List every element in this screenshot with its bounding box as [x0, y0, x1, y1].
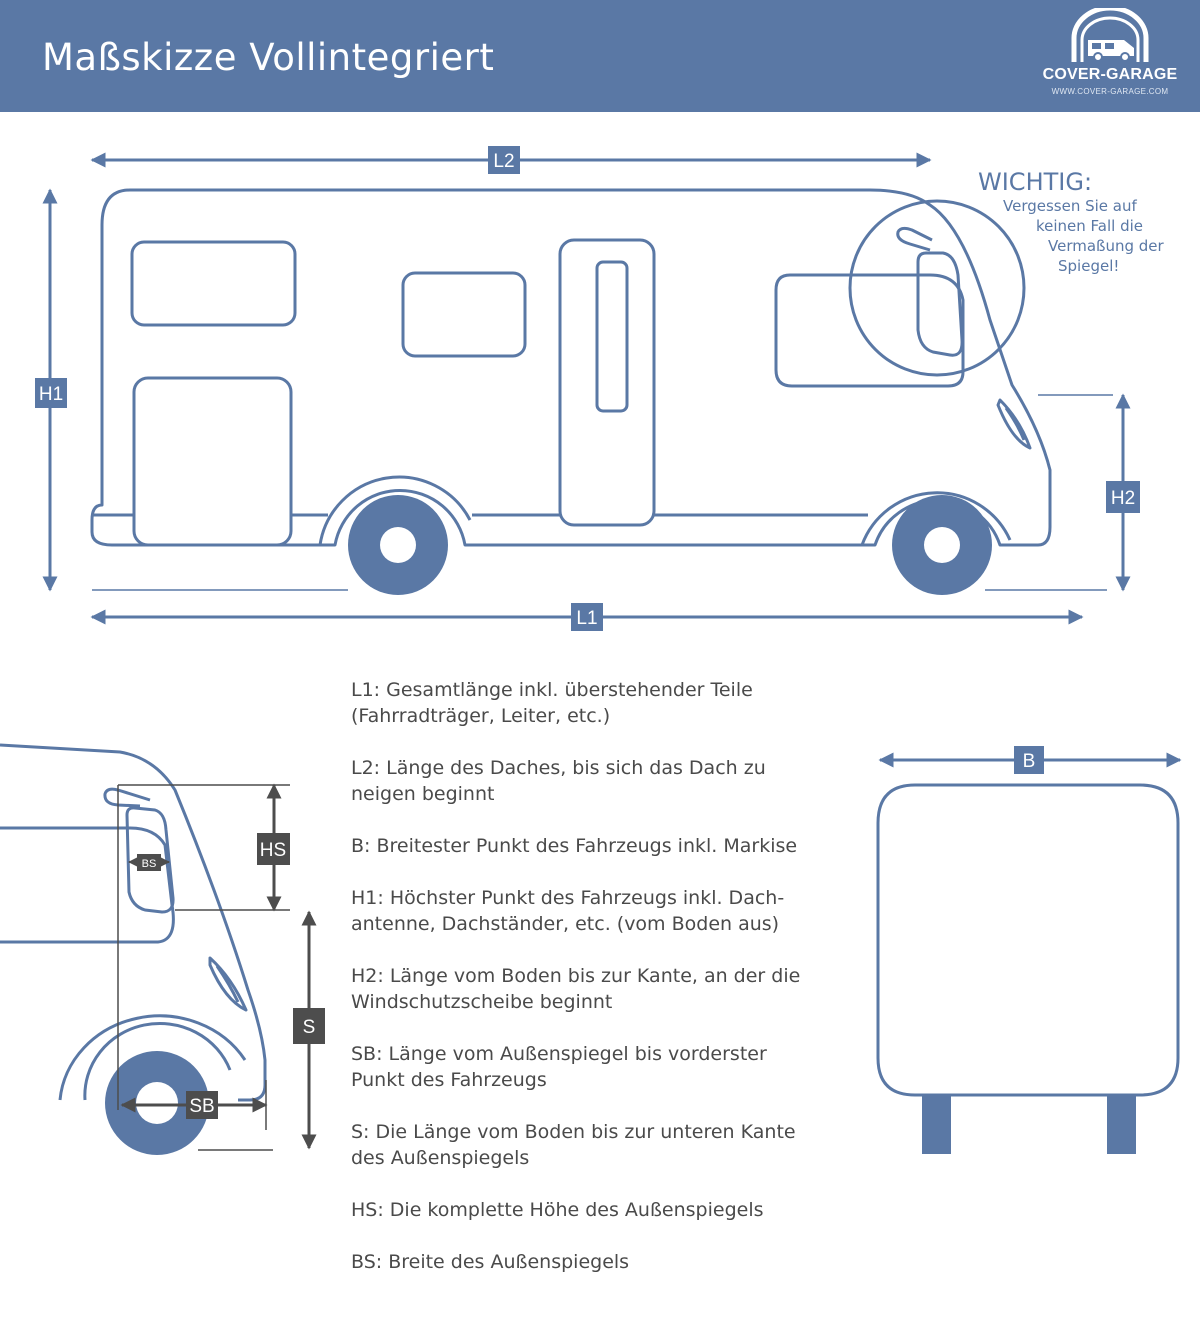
s-label: S	[293, 1008, 325, 1044]
legend-text: (Fahrradträger, Leiter, etc.)	[351, 705, 611, 727]
page-title: Maßskizze Vollintegriert	[42, 36, 495, 79]
svg-text:L2: L2	[493, 151, 514, 172]
legend-text: BS: Breite des Außenspiegels	[351, 1251, 630, 1273]
front-cab-window	[0, 826, 175, 944]
rear-wheel-left	[922, 1086, 951, 1154]
mirror-arm	[896, 226, 933, 252]
entry-door	[558, 238, 656, 527]
svg-text:BS: BS	[142, 858, 157, 870]
svg-text:L1: L1	[576, 608, 597, 629]
legend-text: Windschutzscheibe beginnt	[351, 991, 613, 1013]
l1-label: L1	[571, 603, 603, 631]
svg-text:HS: HS	[260, 840, 286, 861]
headlight-detail	[208, 956, 248, 1012]
camper-body-outline	[90, 188, 1052, 547]
legend-item-h1: H1: Höchster Punkt des Fahrzeugs inkl. D…	[351, 885, 891, 937]
side-view-extension-lines	[92, 394, 1113, 591]
legend-text: des Außenspiegels	[351, 1147, 530, 1169]
rear-wheel-right	[1107, 1086, 1136, 1154]
door-window	[595, 260, 629, 413]
legend-text: neigen beginnt	[351, 783, 495, 805]
header-bar: Maßskizze Vollintegriert COVER-GARAGE WW…	[0, 0, 1200, 112]
h1-label: H1	[35, 378, 67, 408]
rear-body-outline	[876, 783, 1180, 1097]
front-wheel-arch-detail	[58, 1014, 247, 1101]
side-view-wheels	[348, 495, 992, 595]
headlight-detail-inner	[215, 965, 240, 1003]
legend: L1: Gesamtlänge inkl. überstehender Teil…	[351, 677, 891, 1301]
important-note-line: keinen Fall die	[1036, 217, 1144, 235]
legend-text: antenne, Dachständer, etc. (vom Boden au…	[351, 913, 780, 935]
legend-text: H2: Länge vom Boden bis zur Kante, an de…	[351, 965, 801, 987]
front-hub-detail	[136, 1082, 178, 1124]
mirror-highlight-circle	[848, 199, 1026, 377]
front-detail-camper	[0, 743, 267, 1102]
mirror-arm-detail	[103, 787, 151, 808]
rear-view-camper	[876, 783, 1180, 1154]
legend-item-sb: SB: Länge vom Außenspiegel bis vorderste…	[351, 1041, 891, 1093]
brand-name: COVER-GARAGE	[1042, 66, 1178, 83]
legend-text: B: Breitester Punkt des Fahrzeugs inkl. …	[351, 835, 798, 857]
important-note-title: WICHTIG:	[978, 168, 1093, 196]
bs-label: BS	[137, 854, 161, 871]
legend-text: L1: Gesamtlänge inkl. überstehender Teil…	[351, 679, 753, 701]
rear-hub	[380, 527, 416, 563]
garage-door	[132, 376, 293, 547]
legend-item-l1: L1: Gesamtlänge inkl. überstehender Teil…	[351, 677, 891, 729]
svg-text:B: B	[1023, 751, 1036, 772]
legend-text: L2: Länge des Daches, bis sich das Dach …	[351, 757, 766, 779]
rear-wheel-arch	[318, 475, 472, 546]
legend-item-hs: HS: Die komplette Höhe des Außenspiegels	[351, 1197, 891, 1223]
window-rear-top	[130, 240, 297, 327]
front-hub	[924, 527, 960, 563]
side-view-camper	[90, 188, 1052, 547]
legend-item-s: S: Die Länge vom Boden bis zur unteren K…	[351, 1119, 891, 1171]
svg-text:SB: SB	[189, 1096, 214, 1117]
headlight	[996, 398, 1032, 450]
front-roof-line	[0, 743, 267, 1102]
legend-text: H1: Höchster Punkt des Fahrzeugs inkl. D…	[351, 887, 785, 909]
b-label: B	[1014, 746, 1044, 774]
important-note-line: Spiegel!	[1058, 257, 1120, 275]
svg-text:S: S	[303, 1017, 316, 1038]
brand-url: WWW.COVER-GARAGE.COM	[1051, 87, 1169, 96]
side-mirror	[916, 251, 964, 357]
legend-text: SB: Länge vom Außenspiegel bis vorderste…	[351, 1043, 767, 1065]
front-wheel-arch-inner	[83, 1021, 232, 1101]
important-note-line: Vergessen Sie auf	[1003, 197, 1137, 215]
legend-item-bs: BS: Breite des Außenspiegels	[351, 1249, 891, 1275]
cab-side-window	[774, 273, 965, 388]
side-mirror-detail	[125, 806, 175, 914]
svg-text:H2: H2	[1111, 488, 1135, 509]
svg-text:H1: H1	[39, 384, 63, 405]
garage-camper-icon	[1071, 8, 1149, 62]
hs-label: HS	[257, 833, 290, 865]
important-note-line: Vermaßung der	[1048, 237, 1164, 255]
legend-text: S: Die Länge vom Boden bis zur unteren K…	[351, 1121, 796, 1143]
brand-logo: COVER-GARAGE WWW.COVER-GARAGE.COM	[1030, 8, 1190, 104]
front-wheel-arch	[860, 491, 1012, 546]
legend-text: Punkt des Fahrzeugs	[351, 1069, 547, 1091]
legend-item-b: B: Breitester Punkt des Fahrzeugs inkl. …	[351, 833, 891, 859]
legend-text: HS: Die komplette Höhe des Außenspiegels	[351, 1199, 764, 1221]
l2-label: L2	[488, 146, 520, 174]
h2-label: H2	[1106, 481, 1140, 513]
headlight-inner	[1004, 407, 1026, 441]
legend-item-h2: H2: Länge vom Boden bis zur Kante, an de…	[351, 963, 891, 1015]
window-middle	[401, 271, 527, 358]
sb-label: SB	[186, 1091, 218, 1119]
legend-item-l2: L2: Länge des Daches, bis sich das Dach …	[351, 755, 891, 807]
